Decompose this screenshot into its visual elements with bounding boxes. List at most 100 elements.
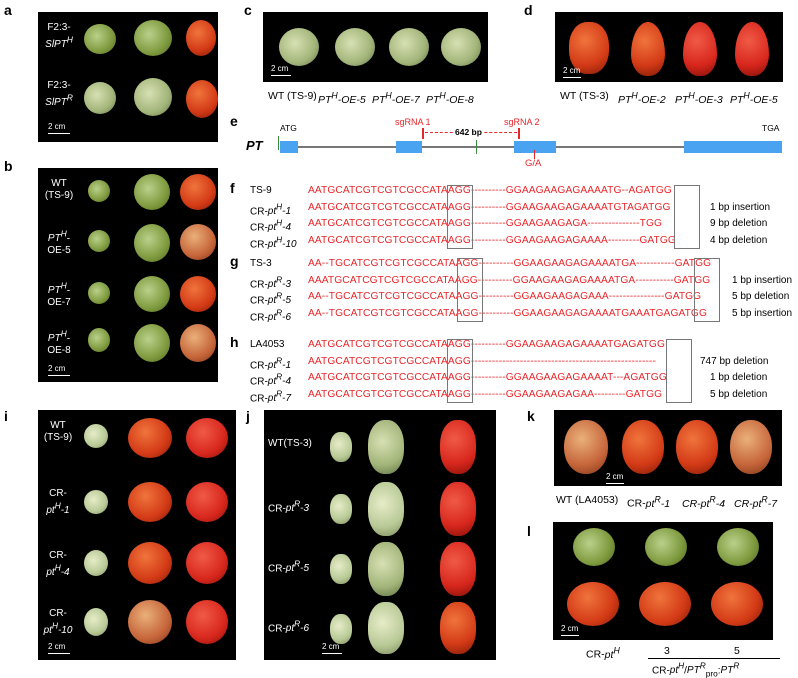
sequence: AATGCATCGTCGTCGCCATAAGG----------GGAAGAA…: [308, 339, 665, 350]
seq-name: CR-ptH-1: [250, 202, 292, 218]
panel-label-e: e: [230, 113, 238, 129]
seq-name: LA4053: [250, 339, 285, 350]
green-fruit: [134, 78, 172, 116]
red-fruit: [569, 22, 609, 74]
green-fruit: [84, 490, 108, 514]
mutation-label: 5 bp deletion: [732, 291, 790, 302]
red-fruit: [186, 542, 228, 584]
red-fruit: [440, 420, 476, 474]
start-codon: ATG: [280, 123, 297, 133]
scale-bar: [48, 375, 70, 376]
panel-label-g: g: [230, 253, 239, 269]
green-fruit: [441, 28, 481, 66]
stop-codon: TGA: [762, 123, 780, 133]
scale-bar: [563, 77, 581, 78]
sequence: AA--TGCATCGTCGTCGCCATAAGG----------GGAAG…: [308, 258, 712, 269]
green-fruit: [88, 180, 110, 202]
green-fruit: [84, 608, 108, 636]
photo-panel-l: 2 cm: [553, 522, 773, 640]
seq-name: CR-ptR-1: [250, 356, 292, 372]
scale-bar-label: 2 cm: [322, 642, 340, 651]
row-label: F2:3-SlPTR: [45, 80, 73, 109]
seq-name: CR-ptR-3: [250, 275, 292, 291]
pam-box: [674, 185, 700, 249]
caption-c-3: PTH-OE-7: [372, 90, 420, 106]
pam-box: [694, 258, 720, 322]
panel-label-j: j: [246, 408, 250, 424]
scale-bar: [271, 75, 291, 76]
caption-d-3: PTH-OE-3: [675, 90, 723, 106]
green-fruit: [88, 230, 110, 252]
pam-box: [447, 339, 473, 403]
caption-c-2: PTH-OE-5: [318, 90, 366, 106]
panel-label-k: k: [527, 408, 535, 424]
seq-name: CR-ptH-4: [250, 218, 292, 234]
sequence: AATGCATCGTCGTCGCCATAAGG----------GGAAGAA…: [308, 389, 663, 400]
green-fruit: [368, 420, 404, 474]
panel-label-i: i: [4, 408, 8, 424]
green-fruit: [389, 28, 429, 66]
green-fruit: [88, 328, 110, 352]
exon-4: [684, 141, 782, 153]
red-fruit: [128, 418, 172, 458]
red-fruit: [186, 600, 228, 644]
row-label: CR-ptH-10: [43, 608, 73, 637]
caption-k-3: CR-ptR-4: [682, 494, 726, 510]
mutation-label: 9 bp deletion: [710, 218, 768, 229]
scale-bar: [606, 483, 624, 484]
caption-c-1: WT (TS-9): [268, 90, 317, 102]
pam-box: [447, 185, 473, 249]
row-label: F2:3-SlPTH: [45, 22, 73, 51]
green-fruit: [134, 174, 170, 210]
sequence: AA--TGCATCGTCGTCGCCATAAGG----------GGAAG…: [308, 291, 702, 302]
green-fruit: [134, 324, 170, 362]
red-fruit: [186, 20, 216, 56]
caption-l-line-5: 5: [734, 645, 740, 657]
scale-bar: [48, 653, 70, 654]
row-label: CR-ptR-3: [268, 499, 310, 515]
red-fruit: [180, 276, 216, 312]
sequence: AATGCATCGTCGTCGCCATAAGG-----------------…: [308, 356, 656, 367]
panel-label-a: a: [4, 2, 12, 18]
sequence: AATGCATCGTCGTCGCCATAAGG----------GGAAGAA…: [308, 185, 672, 196]
red-fruit: [180, 224, 216, 260]
sequence: AA--TGCATCGTCGTCGCCATAAGG----------GGAAG…: [308, 308, 707, 319]
panel-label-h: h: [230, 334, 239, 350]
row-label: CR-ptH-4: [46, 550, 70, 579]
panel-label-d: d: [524, 2, 533, 18]
mutation-label: 1 bp insertion: [732, 275, 793, 286]
row-label: CR-ptR-5: [268, 559, 310, 575]
scale-bar-label: 2 cm: [606, 472, 624, 481]
photo-panel-c: 2 cm: [263, 12, 488, 82]
red-fruit: [631, 22, 665, 76]
seq-name: CR-ptH-10: [250, 235, 297, 251]
red-fruit: [180, 324, 216, 362]
green-fruit: [368, 542, 404, 596]
seq-name: TS-9: [250, 185, 272, 196]
mutation-label: 5 bp insertion: [732, 308, 793, 319]
red-fruit: [564, 420, 608, 474]
red-fruit: [676, 420, 718, 474]
red-fruit: [735, 22, 769, 76]
red-fruit: [711, 582, 763, 626]
green-fruit: [134, 224, 170, 262]
green-fruit: [368, 482, 404, 536]
scale-bar-label: 2 cm: [563, 66, 581, 75]
gene-name: PT: [246, 138, 263, 153]
mutation-label: 1 bp deletion: [710, 372, 768, 383]
sgrna1-label: sgRNA 1: [395, 117, 431, 127]
green-fruit: [279, 28, 319, 66]
panel-label-c: c: [244, 2, 252, 18]
row-label: WT(TS-3): [268, 438, 312, 449]
red-fruit: [186, 418, 228, 458]
red-fruit: [639, 582, 691, 626]
red-fruit: [440, 602, 476, 654]
snp-label: G/A: [525, 158, 542, 169]
seq-name: CR-ptR-6: [250, 308, 292, 324]
scale-bar-label: 2 cm: [48, 122, 66, 131]
caption-l-left: CR-ptH: [586, 645, 620, 661]
sgrna2-marker: [518, 128, 520, 139]
variant-marker: [476, 140, 477, 154]
green-fruit: [717, 528, 759, 566]
green-fruit: [84, 550, 108, 576]
